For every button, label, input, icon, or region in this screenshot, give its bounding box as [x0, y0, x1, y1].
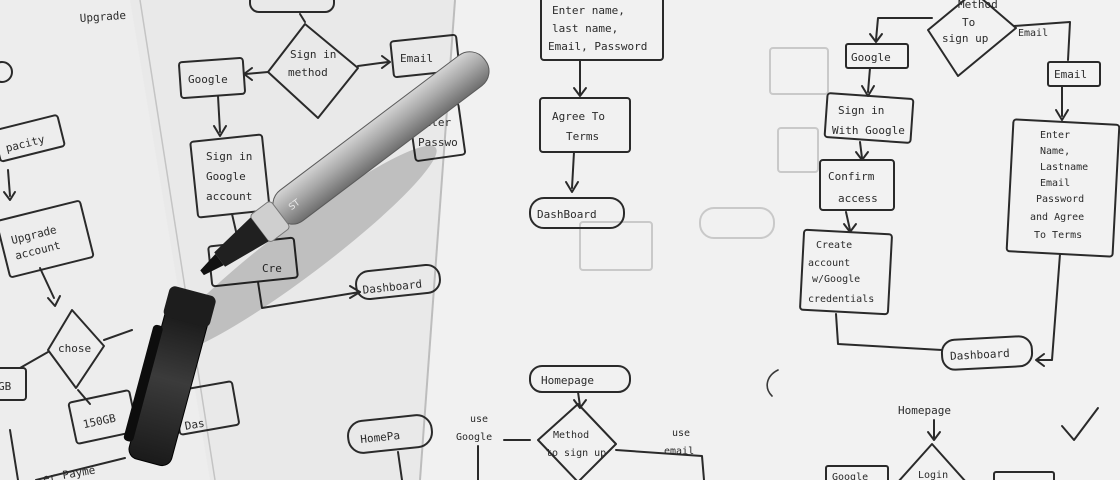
center-dashboard-label: DashBoard — [537, 208, 597, 221]
right-enter-details-label: Enter Name, Lastname Email Password and … — [1030, 130, 1094, 241]
middle-dash-label: Das — [184, 417, 206, 433]
right-sheet-flow: Method To sign up Email Google Email Sig… — [799, 0, 1120, 480]
right-method-label: Method To sign up — [942, 0, 1004, 45]
middle-homepage-label: HomePa — [360, 429, 401, 446]
right-confirm-label: Confirm access — [828, 170, 881, 205]
middle-create-label: Cre — [262, 262, 282, 275]
center-use-google-label: use Google — [456, 414, 494, 443]
center-method-label: Method to sign up — [546, 430, 606, 459]
right-dashboard-label: Dashboard — [950, 347, 1010, 363]
center-use-email-label: use email — [664, 428, 696, 457]
checkmark-icon — [1061, 407, 1099, 441]
center-sheet-flow: Enter name, last name, Email, Password A… — [456, 0, 779, 480]
left-heading: Upgrade — [79, 9, 126, 25]
left-choose-label: chose — [58, 342, 91, 355]
middle-google-label: Google — [188, 73, 228, 86]
middle-signin-method-label: Sign in method — [288, 48, 343, 79]
right-email-label: Email — [1054, 68, 1087, 81]
middle-signin-google-label: Sign in Google account — [206, 150, 259, 203]
center-enter-details-label: Enter name, last name, Email, Password — [548, 4, 647, 53]
center-agree-label: Agree To Terms — [552, 110, 612, 143]
right-homepage-label: Homepage — [898, 404, 951, 417]
right-signin-google-label: Sign in With Google — [832, 104, 905, 137]
middle-dashboard-label: Dashboard — [362, 278, 423, 297]
marker-cap — [123, 286, 216, 467]
right-email-arrow-label: Email — [1018, 28, 1048, 39]
marker-pen: ST — [163, 51, 490, 355]
right-google-label: Google — [851, 51, 891, 64]
right-google-bottom-label: Google — [832, 472, 868, 480]
center-paper-sheet — [420, 0, 790, 480]
right-create-label: Create account w/Google credentials — [808, 240, 874, 305]
left-gb-label: GB — [0, 380, 12, 393]
center-homepage-label: Homepage — [541, 374, 594, 387]
right-login-label: Login — [918, 470, 948, 480]
middle-email-label: Email — [400, 52, 433, 65]
